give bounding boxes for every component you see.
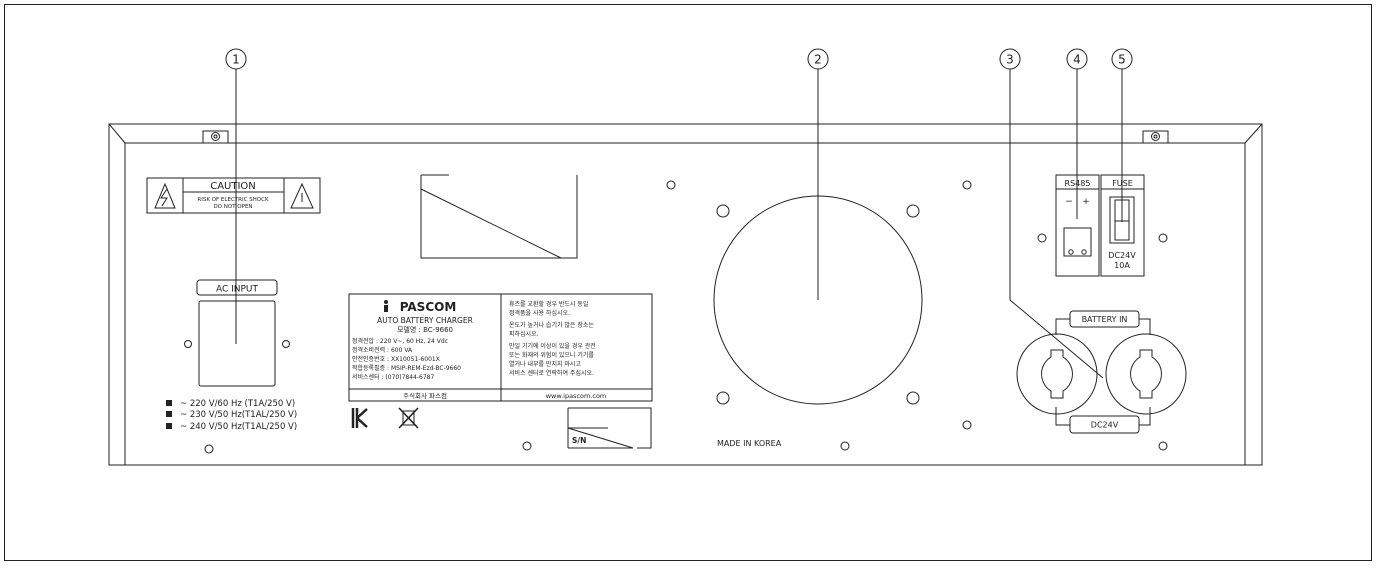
caution-label (146, 177, 321, 214)
fuse-label: FUSE (1112, 179, 1133, 188)
voltage-line-1: ~ 220 V/60 Hz (T1A/250 V) (180, 399, 295, 409)
battery-in-label: BATTERY IN (1082, 315, 1128, 324)
company-name: 주식회사 파스컴 (403, 391, 447, 400)
warning-plate (500, 293, 653, 402)
made-in-korea: MADE IN KOREA (717, 439, 782, 448)
callout-1: 1 (232, 53, 240, 67)
ac-input-tag (196, 279, 278, 296)
callout-4: 4 (1073, 53, 1081, 67)
callout-3: 3 (1006, 53, 1014, 67)
warning-line: 정격품을 사용 하십시오. (509, 309, 570, 317)
screw-hole (282, 340, 290, 348)
exclamation-warning-icon (290, 182, 314, 209)
warning-line: 피하십시오. (509, 330, 539, 338)
battery-in-tag (1069, 310, 1140, 328)
brand-name: PASCOM (400, 300, 457, 314)
mounting-tab-right (1142, 130, 1169, 143)
weee-bin-icon (398, 407, 419, 429)
mounting-tab-left (202, 130, 229, 143)
caution-title: CAUTION (210, 181, 256, 192)
warning-line: 온도가 높거나 습기가 많은 장소는 (509, 321, 594, 329)
voltage-line-3: ~ 240 V/50 Hz(T1AL/250 V) (180, 422, 297, 432)
spec-line: 적합등록필증 : MSIP-REM-Ezd-BC-9660 (352, 364, 461, 372)
leader-lines (235, 69, 1123, 379)
ac-input-label: AC INPUT (216, 285, 259, 295)
lightning-warning-icon (154, 182, 176, 209)
serial-number-label: S/N (572, 436, 586, 445)
spec-line: 서비스센터 : (070)7844-6787 (352, 373, 434, 381)
caution-line-2: DO NOT OPEN (213, 204, 252, 210)
battery-connector-group (1055, 310, 1151, 434)
warning-line: 휴즈를 교환할 경우 반드시 동일 (509, 300, 588, 308)
website-url: www.ipascom.com (546, 392, 607, 400)
rs485-minus: − (1065, 197, 1073, 207)
rs485-plus: + (1082, 197, 1090, 207)
battery-terminal-right (1105, 333, 1187, 415)
dc24v-tag (1069, 415, 1140, 434)
kc-mark-icon (351, 408, 368, 428)
dc24v-label: DC24V (1091, 421, 1119, 430)
warning-line: 또는 화재의 위험이 있으니 기기를 (509, 351, 594, 359)
screw-hole (184, 340, 192, 348)
warning-line: 서비스 센터로 연락하여 주십시오. (509, 369, 594, 377)
model-name: 모델명 : BC-9660 (397, 325, 453, 334)
spec-line: 정격소비전력 : 600 VA (352, 346, 413, 354)
rs485-label: RS485 (1065, 179, 1091, 188)
product-name: AUTO BATTERY CHARGER (377, 316, 473, 325)
battery-terminal-left (1016, 333, 1098, 415)
ac-input-module (184, 279, 290, 387)
voltage-line-2: ~ 230 V/50 Hz(T1AL/250 V) (180, 410, 297, 420)
mounting-holes (204, 180, 1168, 454)
spec-line: 안전인증번호 : XX10051-6001X (352, 355, 440, 363)
panel-outline (108, 123, 1263, 466)
callout-5: 5 (1118, 53, 1126, 67)
callout-circles (225, 48, 1133, 70)
lightning-bolt-icon (160, 188, 168, 207)
pascom-logo-icon (384, 300, 388, 304)
voltage-bullets (166, 400, 172, 429)
callout-2: 2 (814, 53, 822, 67)
fuse-rating-current: 10A (1114, 261, 1130, 270)
serial-label (567, 407, 652, 449)
spec-line: 정격전압 : 220 V~, 60 Hz, 24 Vdc (352, 337, 448, 345)
warning-line: 만일 기기에 이상이 있을 경우 관전 (509, 342, 596, 350)
ac-input-socket (198, 300, 276, 387)
display-plate (420, 174, 578, 259)
caution-line-1: RISK OF ELECTRIC SHOCK (197, 197, 269, 203)
outer-frame (4, 4, 1372, 561)
pascom-logo-mark (384, 305, 388, 312)
fuse-rating-voltage: DC24V (1108, 251, 1136, 260)
warning-line: 열거나 내부를 만지지 마시고 (509, 360, 581, 368)
